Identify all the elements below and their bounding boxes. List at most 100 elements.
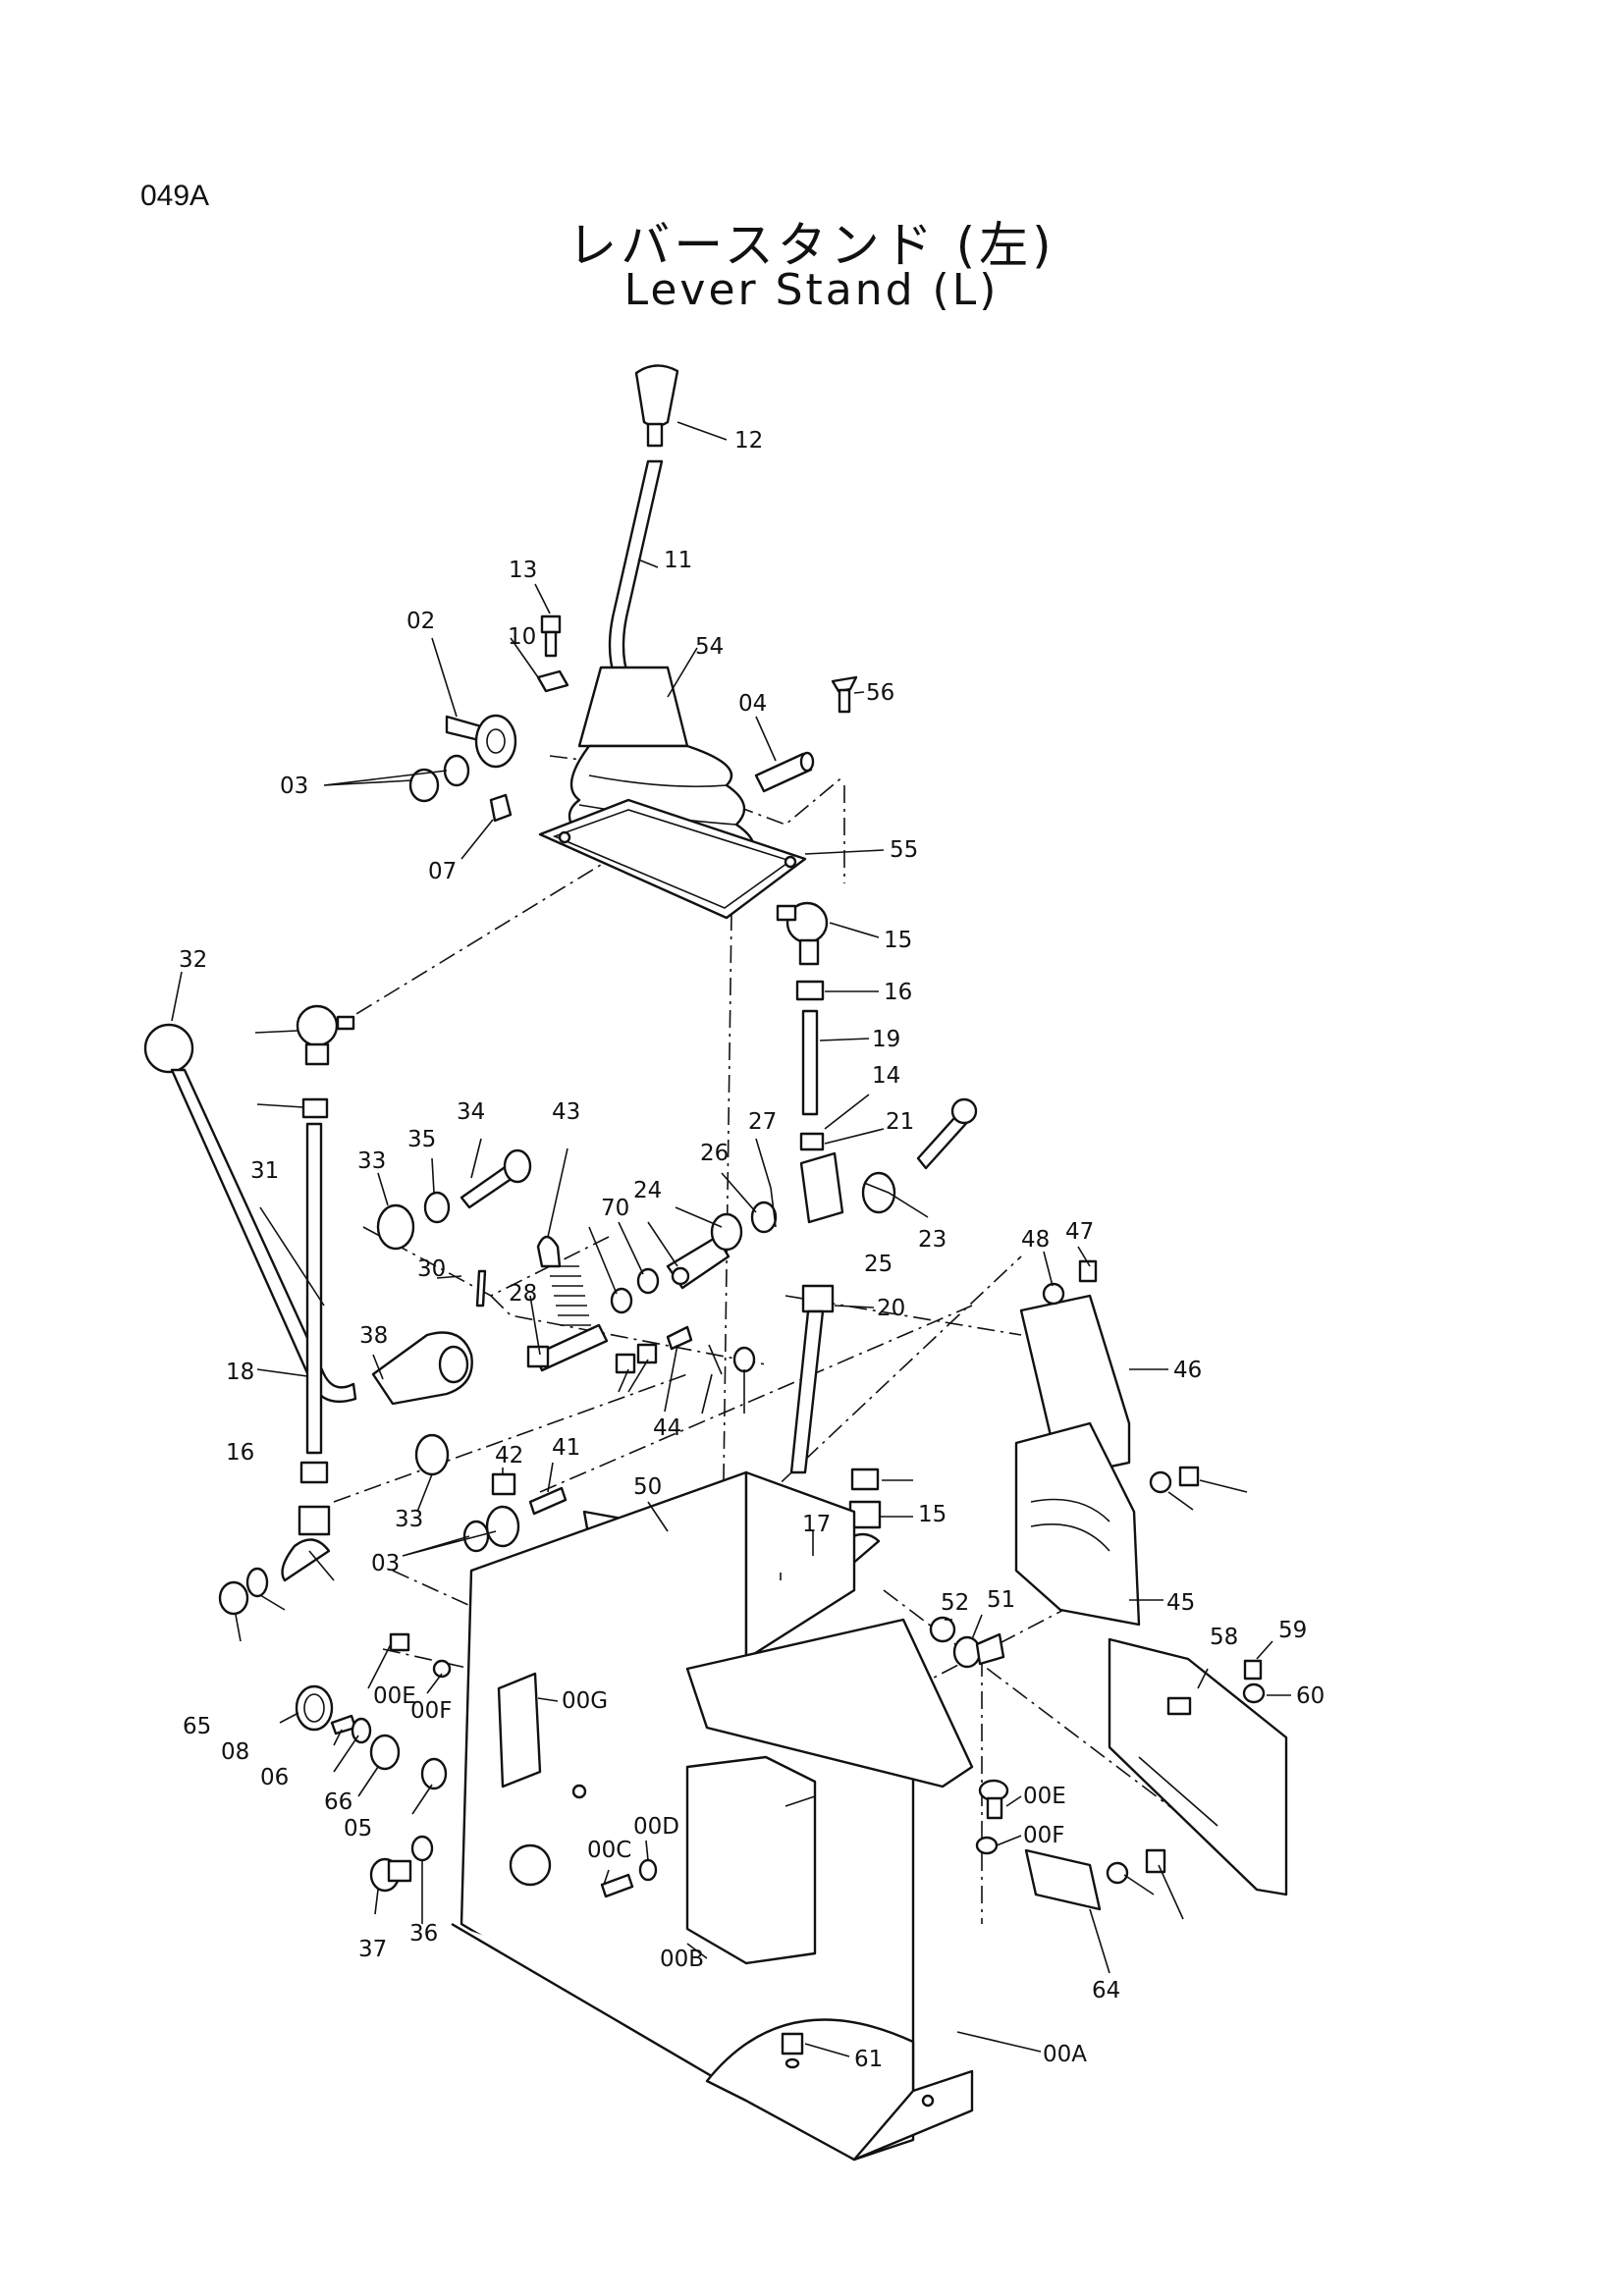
label-59: 59 [1278, 1618, 1307, 1643]
seal-65 [295, 1684, 334, 1732]
washer-17-left [245, 1567, 269, 1598]
bolt-00E-left [389, 1632, 410, 1652]
label-34: 34 [457, 1099, 485, 1125]
plate-64 [1024, 1848, 1102, 1911]
label-50: 50 [633, 1474, 662, 1500]
panel-45 [1014, 1421, 1141, 1627]
label-03-lower: 03 [371, 1551, 400, 1576]
bushings-03-lower [462, 1505, 520, 1553]
label-46: 46 [1173, 1358, 1202, 1383]
label-15-top-right: 15 [884, 928, 912, 953]
washer-00D [638, 1858, 658, 1882]
nut-42 [491, 1343, 658, 1496]
rod-19 [801, 1009, 819, 1116]
nut-16-left-top [301, 1097, 329, 1119]
label-36: 36 [409, 1921, 438, 1947]
label-18: 18 [226, 1360, 254, 1385]
pin-23 [916, 1097, 978, 1170]
pin-04 [754, 751, 815, 793]
label-66: 66 [324, 1789, 352, 1815]
label-24: 24 [633, 1178, 662, 1203]
title-japanese: レバースタンド (左) [568, 217, 1055, 274]
label-00A: 00A [1043, 2042, 1087, 2067]
title-english: Lever Stand (L) [623, 265, 1000, 315]
plate-00G [497, 1672, 542, 1789]
pin-34 [460, 1148, 532, 1209]
label-51: 51 [987, 1587, 1015, 1613]
bolt-13 [540, 614, 562, 658]
label-26-top: 26 [700, 1141, 729, 1166]
label-21: 21 [886, 1109, 914, 1135]
washer-66 [369, 1734, 401, 1771]
label-13: 13 [509, 558, 537, 583]
label-19: 19 [872, 1027, 900, 1052]
label-64: 64 [1092, 1978, 1120, 2003]
lever-31 [170, 1068, 357, 1404]
bolt-00C [600, 1873, 634, 1898]
bushings-03-top [408, 714, 517, 803]
rod-18 [305, 1122, 323, 1455]
washer-00F-right [975, 1836, 999, 1855]
clevis-21 [799, 1151, 844, 1224]
label-38: 38 [359, 1323, 388, 1349]
label-00G: 00G [562, 1688, 608, 1714]
washers-48 [1042, 1282, 1172, 1494]
knob-12 [634, 364, 679, 448]
label-00D: 00D [633, 1814, 679, 1840]
bushing-33-lower [414, 1433, 450, 1476]
washer-35 [423, 1191, 451, 1224]
label-23: 23 [918, 1227, 947, 1253]
label-00C: 00C [587, 1838, 631, 1863]
label-61: 61 [854, 2047, 883, 2072]
nut-16-right-lower [850, 1468, 880, 1491]
label-45: 45 [1166, 1590, 1195, 1616]
label-55: 55 [890, 837, 918, 863]
pin-30 [475, 1269, 487, 1308]
label-12: 12 [734, 428, 763, 454]
ball-joint-15-left [296, 1004, 355, 1066]
label-56: 56 [866, 680, 894, 706]
nut-16-lower-left [218, 1580, 249, 1616]
label-08: 08 [221, 1739, 249, 1765]
label-52: 52 [941, 1590, 969, 1616]
plate-00B [685, 1755, 817, 1965]
washer-26 [610, 1201, 778, 1373]
label-47-top: 47 [1065, 1219, 1094, 1245]
label-16-top-right: 16 [884, 980, 912, 1005]
bolt-00E-right [978, 1779, 1009, 1820]
label-20: 20 [877, 1296, 905, 1321]
bushing-33-upper [376, 1203, 415, 1251]
plate-55 [538, 798, 807, 920]
rod-20 [789, 1284, 835, 1474]
bushing-25-right [861, 1171, 896, 1214]
washer-52 [929, 1616, 956, 1643]
nut-10 [536, 669, 569, 693]
page-code: 049A [140, 180, 210, 212]
bolt-61 [781, 2032, 804, 2069]
nut-16-right-top [795, 980, 825, 1001]
ball-joint-15-right [776, 901, 829, 966]
label-41: 41 [552, 1435, 580, 1461]
label-60: 60 [1296, 1683, 1325, 1709]
cover-58 [1108, 1637, 1288, 1896]
cotter-27 [708, 1187, 777, 1375]
leader-lines [171, 421, 1291, 2057]
label-48-top: 48 [1021, 1227, 1050, 1253]
label-15-lower-right: 15 [918, 1502, 947, 1527]
label-44: 44 [653, 1415, 681, 1441]
washer-36 [410, 1835, 434, 1862]
label-02: 02 [406, 609, 435, 634]
ball-joint-15-lower-left [281, 1505, 331, 1582]
nut-14 [799, 1132, 825, 1151]
label-00B: 00B [660, 1947, 704, 1972]
label-58: 58 [1210, 1625, 1238, 1650]
label-07: 07 [428, 859, 457, 884]
washer-06 [351, 1717, 372, 1744]
nut-16-left-bottom [299, 1461, 329, 1484]
lever-11 [608, 459, 664, 679]
label-00F-left: 00F [410, 1698, 453, 1724]
label-16-mid-left: 16 [226, 1440, 254, 1466]
label-00E-left: 00E [373, 1683, 416, 1709]
label-70: 70 [601, 1196, 629, 1221]
